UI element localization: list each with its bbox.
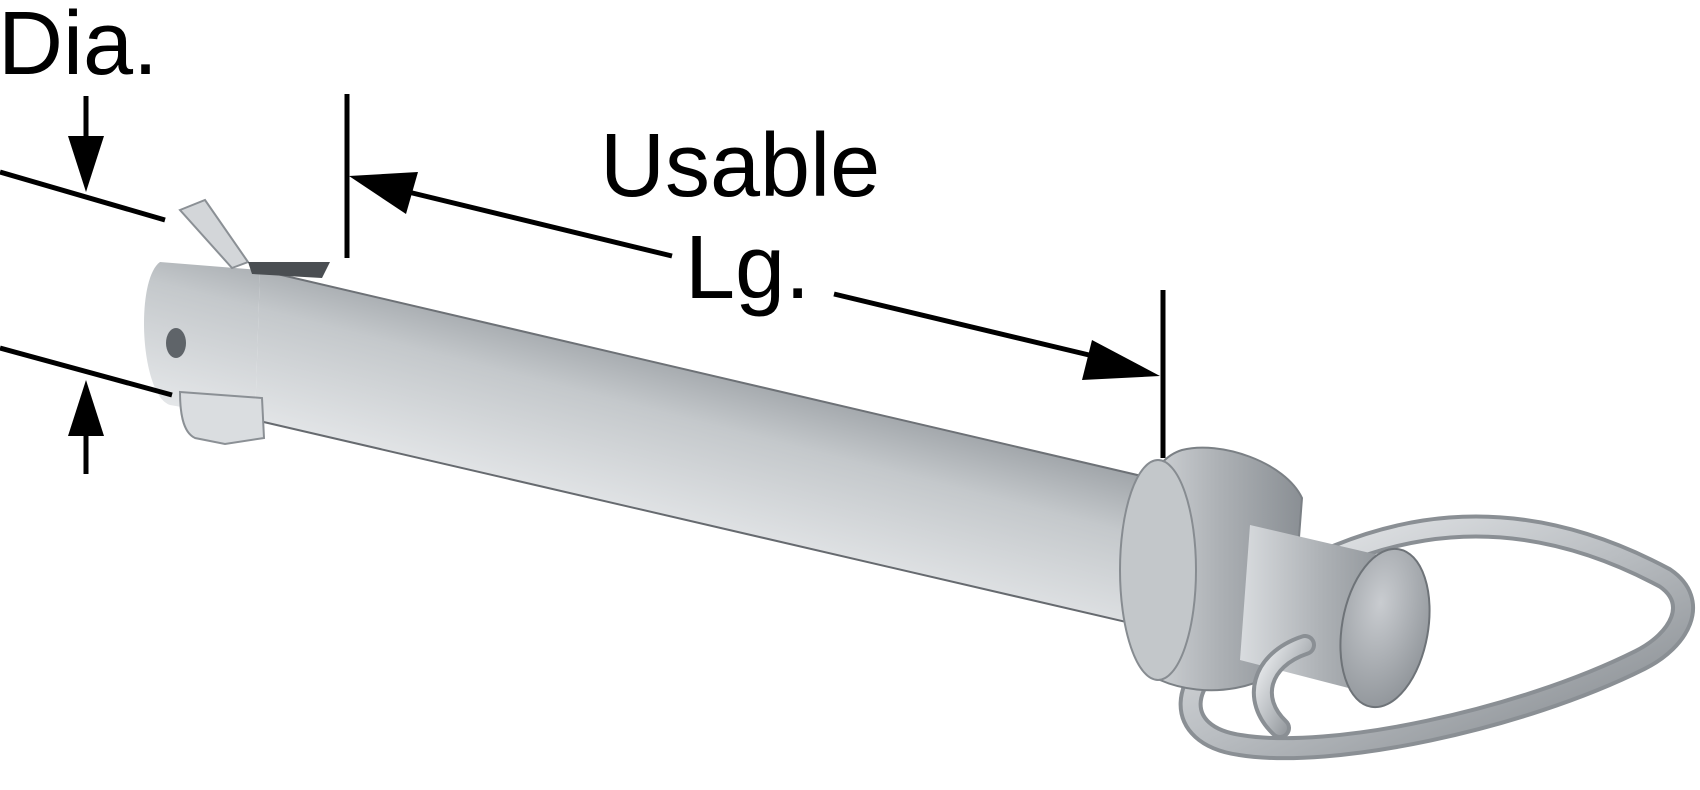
arrow-up-icon [68,380,104,436]
usable-label-line1: Usable [600,116,880,216]
usable-label-line2: Lg. [685,218,810,318]
diameter-dimension [0,96,173,474]
pin-tip [143,262,260,420]
usable-length-dimension [344,94,1166,458]
arrow-right-icon [1082,340,1160,380]
arrow-down-icon [68,136,104,192]
diameter-label: Dia. [0,0,158,94]
diameter-extension-bottom [0,345,173,398]
hitch-pin [143,198,1695,761]
latch-icon [178,198,250,270]
diameter-extension-top [0,169,166,223]
pin-shaft [255,270,1180,628]
cross-hole [166,328,186,358]
pin-head-face [1339,547,1431,709]
arrow-left-icon [349,172,418,214]
